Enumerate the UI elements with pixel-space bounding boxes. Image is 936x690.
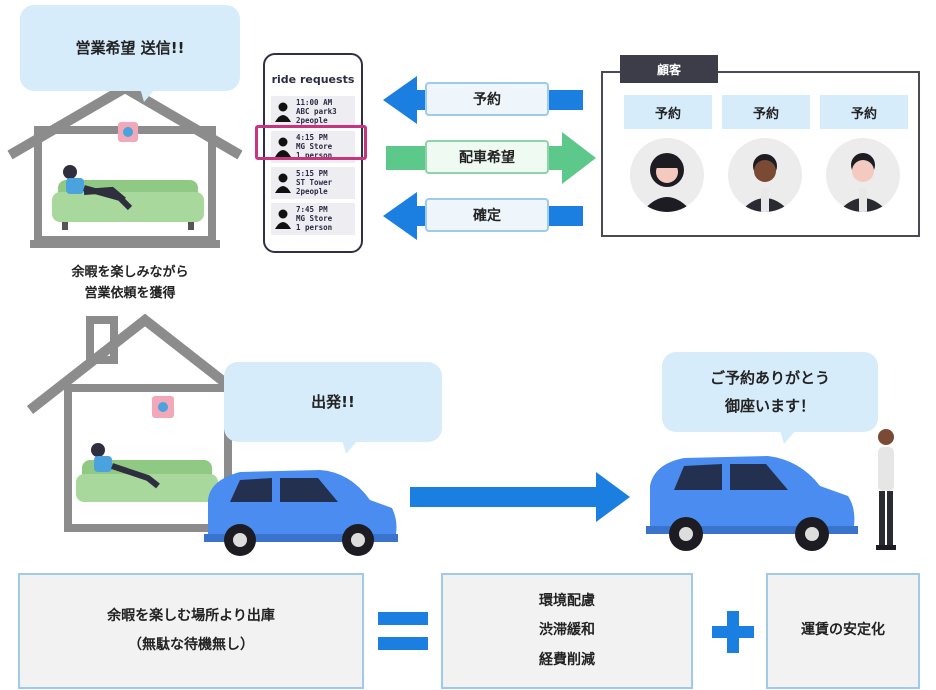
caption-line-1: 余暇を楽しみながら: [71, 265, 189, 280]
box-line-3: 経費削減: [539, 651, 595, 668]
greeting-line-2: 御座います！: [724, 397, 815, 415]
reserve-button[interactable]: 予約: [820, 95, 908, 129]
dispatch-request-text: 配車希望: [459, 150, 515, 166]
equals-icon: [378, 612, 428, 650]
man-avatar-icon: [740, 154, 790, 212]
car-right-illustration: [646, 456, 858, 551]
request-place: ST Tower: [296, 178, 333, 187]
request-people: 1 person: [296, 223, 333, 232]
reserve-button[interactable]: 予約: [624, 95, 712, 129]
reserve-button-label: 予約: [752, 106, 779, 122]
dispatch-request-label: 配車希望: [425, 140, 549, 174]
request-place: MG Store: [296, 214, 333, 223]
reserve-button[interactable]: 予約: [722, 95, 810, 129]
person-icon: [275, 137, 291, 157]
confirm-label: 確定: [425, 198, 549, 232]
request-place: MG Store: [296, 142, 333, 151]
man-avatar-icon: [838, 153, 888, 212]
reserve-text: 予約: [473, 92, 501, 108]
customers-tag: 顧客: [620, 55, 718, 83]
top-caption: 余暇を楽しみながら 営業依頼を獲得: [30, 263, 230, 305]
box-line-2: 渋滞緩和: [539, 622, 595, 639]
person-icon: [275, 102, 291, 122]
send-request-bubble: 営業希望 送信!!: [20, 5, 240, 91]
woman-avatar-icon: [642, 153, 692, 212]
person-icon: [275, 173, 291, 193]
request-time: 11:00 AM: [296, 98, 333, 107]
request-place: ABC park3: [296, 107, 337, 116]
environment-benefit-box: 環境配慮 渋滞緩和 経費削減: [441, 573, 693, 689]
reserve-button-label: 予約: [850, 106, 877, 122]
arrow-right-big-icon: [410, 472, 630, 522]
bubble-tail: [342, 440, 358, 454]
depart-text: 出発!!: [311, 392, 355, 411]
caption-line-2: 営業依頼を獲得: [84, 285, 176, 301]
phone-title: ride requests: [271, 73, 355, 86]
box-line-1: 環境配慮: [539, 592, 595, 609]
car-left-illustration: [204, 470, 398, 556]
box-line-1: 運賃の安定化: [801, 622, 885, 639]
box-line-1: 余暇を楽しむ場所より出庫: [107, 607, 275, 624]
customer-avatar: [630, 138, 704, 212]
fare-stability-box: 運賃の安定化: [766, 573, 920, 689]
request-time: 7:45 PM: [296, 205, 328, 214]
bubble-text: 営業希望 送信!!: [75, 38, 185, 57]
request-people: 1 person: [296, 151, 333, 160]
reserve-label: 予約: [425, 82, 549, 116]
plus-icon: [712, 611, 754, 653]
bubble-tail: [780, 430, 796, 444]
customer-avatar: [826, 138, 900, 212]
greeting-bubble: ご予約ありがとう 御座います！: [662, 352, 878, 432]
request-people: 2people: [296, 187, 328, 196]
person-icon: [275, 209, 291, 229]
greeting-line-1: ご予約ありがとう: [709, 368, 830, 387]
request-people: 2people: [296, 116, 328, 125]
selected-request-highlight: [255, 125, 367, 160]
depart-bubble: 出発!!: [224, 362, 442, 442]
request-time: 4:15 PM: [296, 133, 328, 142]
house-bottom-illustration: [26, 313, 264, 532]
standing-customer-illustration: [876, 429, 896, 550]
confirm-text: 確定: [473, 208, 501, 224]
customer-avatar: [728, 138, 802, 212]
box-line-2: （無駄な待機無し）: [128, 637, 254, 653]
house-top-illustration: [7, 82, 243, 248]
customers-tag-text: 顧客: [656, 62, 681, 77]
bubble-tail: [140, 88, 156, 102]
departure-benefit-box: 余暇を楽しむ場所より出庫 （無駄な待機無し）: [18, 573, 364, 689]
reserve-button-label: 予約: [654, 106, 681, 122]
request-time: 5:15 PM: [296, 169, 328, 178]
